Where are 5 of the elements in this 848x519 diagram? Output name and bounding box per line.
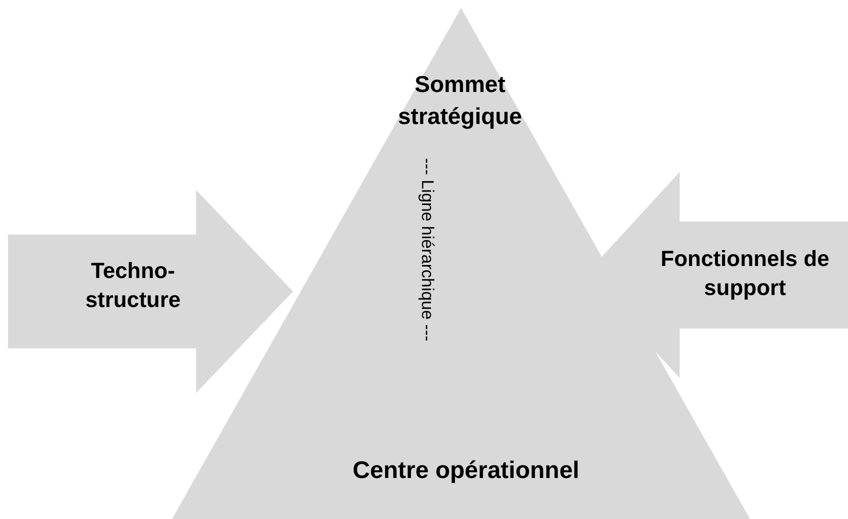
node-label: Centre opérationnel — [352, 456, 580, 486]
node-label: Fonctionnels de support — [660, 245, 830, 302]
node-label: --- Ligne hiérarchique --- — [417, 158, 438, 342]
node-label: Techno-structure — [84, 257, 182, 314]
node-label: Sommet stratégique — [397, 70, 523, 131]
